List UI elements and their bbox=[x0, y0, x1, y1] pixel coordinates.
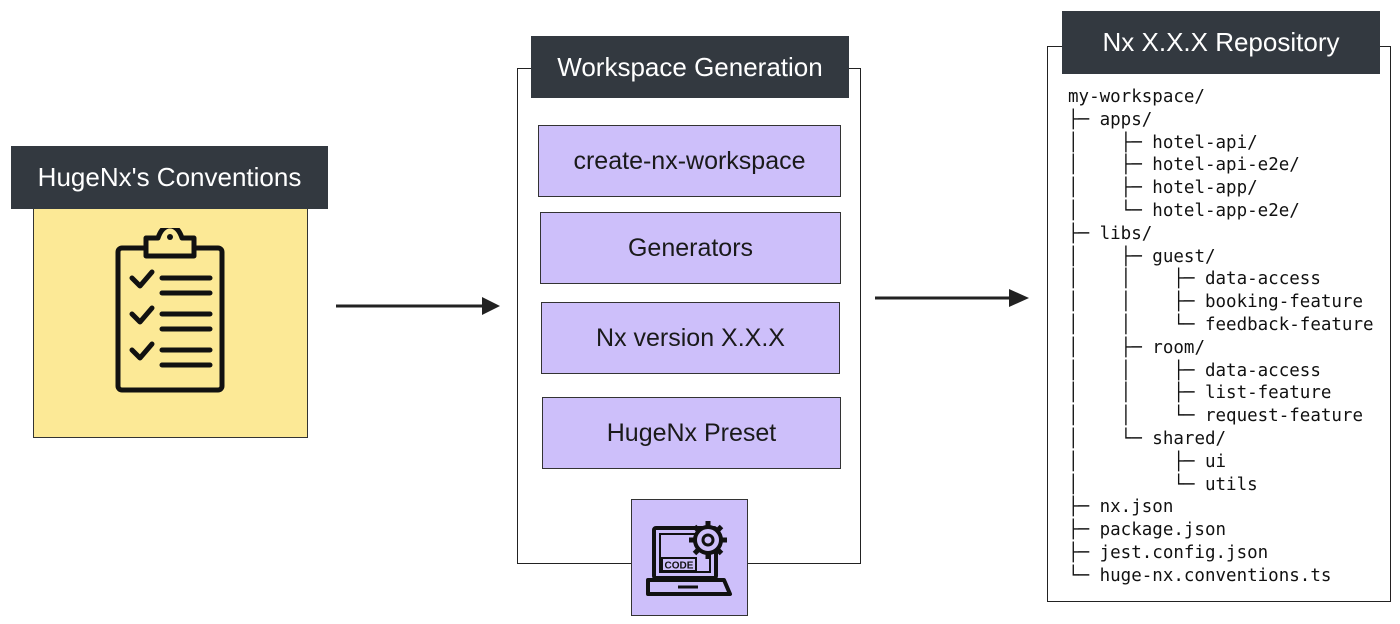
arrow-right-icon bbox=[875, 289, 1029, 307]
tree-entry-name: my-workspace/ bbox=[1068, 87, 1205, 107]
tree-entry-name: huge-nx.conventions.ts bbox=[1099, 565, 1332, 586]
tree-entry-name: hotel-app-e2e/ bbox=[1152, 200, 1300, 221]
workspace-generation-title: Workspace Generation bbox=[531, 36, 849, 98]
tree-branch: │ │ ├─ bbox=[1068, 269, 1205, 290]
tree-entry-name: data-access bbox=[1204, 269, 1321, 290]
tree-branch: │ │ └─ bbox=[1068, 314, 1205, 335]
tree-branch: │ │ ├─ bbox=[1068, 383, 1205, 404]
tree-row: ├─ jest.config.json bbox=[1068, 542, 1374, 565]
tree-branch: │ ├─ bbox=[1068, 155, 1153, 176]
tree-entry-name: hotel-app/ bbox=[1152, 178, 1258, 199]
code-tile: CODE bbox=[631, 499, 748, 616]
tree-row: ├─ libs/ bbox=[1068, 223, 1374, 246]
tree-branch: │ └─ bbox=[1068, 428, 1153, 449]
tree-row: ├─ package.json bbox=[1068, 519, 1374, 542]
tree-row: ├─ apps/ bbox=[1068, 109, 1374, 132]
step-hugenx-preset: HugeNx Preset bbox=[542, 397, 841, 469]
tree-row: │ └─ utils bbox=[1068, 474, 1374, 497]
tree-branch: ├─ bbox=[1068, 497, 1100, 518]
tree-row: │ │ ├─ data-access bbox=[1068, 360, 1374, 383]
tree-row: │ ├─ hotel-api-e2e/ bbox=[1068, 154, 1374, 177]
tree-entry-name: hotel-api/ bbox=[1152, 132, 1258, 153]
step-generators: Generators bbox=[540, 212, 841, 284]
tree-branch: │ ├─ bbox=[1068, 178, 1153, 199]
tree-branch: │ ├─ bbox=[1068, 337, 1153, 358]
tree-entry-name: room/ bbox=[1152, 337, 1205, 358]
tree-row: │ │ └─ request-feature bbox=[1068, 405, 1374, 428]
tree-entry-name: hotel-api-e2e/ bbox=[1152, 155, 1300, 176]
tree-branch: │ ├─ bbox=[1068, 246, 1153, 267]
tree-row: ├─ nx.json bbox=[1068, 496, 1374, 519]
tree-row: │ │ ├─ data-access bbox=[1068, 268, 1374, 291]
tree-branch: │ ├─ bbox=[1068, 132, 1153, 153]
tree-row: my-workspace/ bbox=[1068, 86, 1374, 109]
tree-entry-name: nx.json bbox=[1099, 497, 1174, 518]
tree-branch: │ │ ├─ bbox=[1068, 292, 1205, 313]
tree-branch: └─ bbox=[1068, 565, 1100, 586]
tree-row: │ ├─ hotel-api/ bbox=[1068, 132, 1374, 155]
tree-row: │ │ ├─ list-feature bbox=[1068, 382, 1374, 405]
tree-entry-name: request-feature bbox=[1204, 406, 1364, 427]
code-gear-laptop-icon: CODE bbox=[646, 521, 732, 596]
tree-branch: ├─ bbox=[1068, 520, 1100, 541]
tree-entry-name: booking-feature bbox=[1204, 292, 1364, 313]
tree-branch: ├─ bbox=[1068, 109, 1100, 130]
tree-entry-name: guest/ bbox=[1152, 246, 1216, 267]
clipboard-checklist-icon bbox=[115, 228, 225, 393]
tree-branch: │ ├─ bbox=[1068, 451, 1205, 472]
tree-row: │ ├─ ui bbox=[1068, 451, 1374, 474]
tree-row: │ │ └─ feedback-feature bbox=[1068, 314, 1374, 337]
tree-row: │ └─ hotel-app-e2e/ bbox=[1068, 200, 1374, 223]
tree-entry-name: utils bbox=[1204, 474, 1258, 495]
tree-row: │ │ ├─ booking-feature bbox=[1068, 291, 1374, 314]
tree-entry-name: list-feature bbox=[1204, 383, 1332, 404]
tree-row: └─ huge-nx.conventions.ts bbox=[1068, 565, 1374, 588]
repository-tree: my-workspace/├─ apps/│ ├─ hotel-api/│ ├─… bbox=[1068, 86, 1374, 588]
tree-entry-name: jest.config.json bbox=[1099, 542, 1269, 563]
tree-branch: │ │ └─ bbox=[1068, 406, 1205, 427]
tree-branch: │ └─ bbox=[1068, 474, 1205, 495]
tree-branch: ├─ bbox=[1068, 542, 1100, 563]
tree-branch: │ └─ bbox=[1068, 200, 1153, 221]
tree-entry-name: data-access bbox=[1204, 360, 1321, 381]
tree-entry-name: shared/ bbox=[1152, 428, 1227, 449]
tree-entry-name: libs/ bbox=[1099, 223, 1153, 244]
tree-row: │ ├─ room/ bbox=[1068, 337, 1374, 360]
tree-row: │ └─ shared/ bbox=[1068, 428, 1374, 451]
step-create-nx-workspace: create-nx-workspace bbox=[538, 125, 841, 197]
code-label: CODE bbox=[665, 561, 694, 572]
tree-entry-name: feedback-feature bbox=[1204, 314, 1374, 335]
step-nx-version: Nx version X.X.X bbox=[541, 302, 840, 374]
tree-row: │ ├─ guest/ bbox=[1068, 246, 1374, 269]
repository-panel bbox=[1047, 46, 1391, 602]
tree-entry-name: package.json bbox=[1099, 520, 1227, 541]
conventions-card bbox=[33, 207, 308, 438]
tree-row: │ ├─ hotel-app/ bbox=[1068, 177, 1374, 200]
tree-branch: │ │ ├─ bbox=[1068, 360, 1205, 381]
tree-entry-name: ui bbox=[1204, 451, 1227, 472]
repository-title: Nx X.X.X Repository bbox=[1062, 11, 1380, 74]
tree-branch: ├─ bbox=[1068, 223, 1100, 244]
conventions-title: HugeNx's Conventions bbox=[11, 146, 328, 209]
arrow-right-icon bbox=[336, 297, 500, 315]
tree-entry-name: apps/ bbox=[1099, 109, 1153, 130]
